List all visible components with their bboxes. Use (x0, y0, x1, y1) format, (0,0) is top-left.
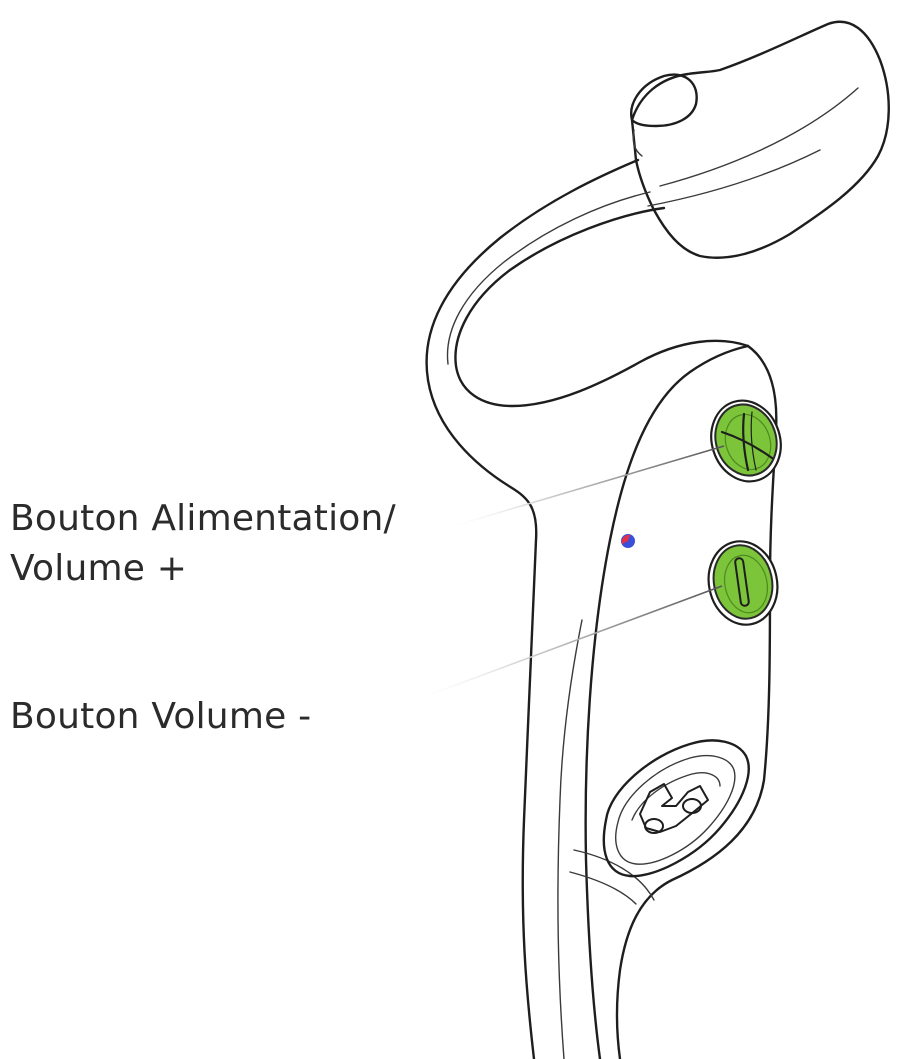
transducer-pad (630, 20, 890, 259)
volume-down-button[interactable] (701, 535, 785, 631)
ear-hook (425, 158, 750, 1059)
power-volume-up-label: Bouton Alimentation/ Volume + (10, 494, 396, 594)
power-volume-up-label-line2: Volume + (10, 548, 188, 589)
volume-down-label: Bouton Volume - (10, 696, 312, 737)
power-volume-up-button[interactable] (701, 392, 791, 491)
leader-line-volume-down (409, 585, 723, 703)
pad-nub-icon (630, 73, 698, 128)
leader-line-power (439, 445, 725, 531)
plus-icon (720, 411, 774, 472)
minus-icon (734, 557, 750, 607)
charging-port-icon (602, 739, 750, 878)
power-volume-up-label-line1: Bouton Alimentation/ (10, 498, 396, 539)
led-indicator-icon (621, 534, 635, 548)
